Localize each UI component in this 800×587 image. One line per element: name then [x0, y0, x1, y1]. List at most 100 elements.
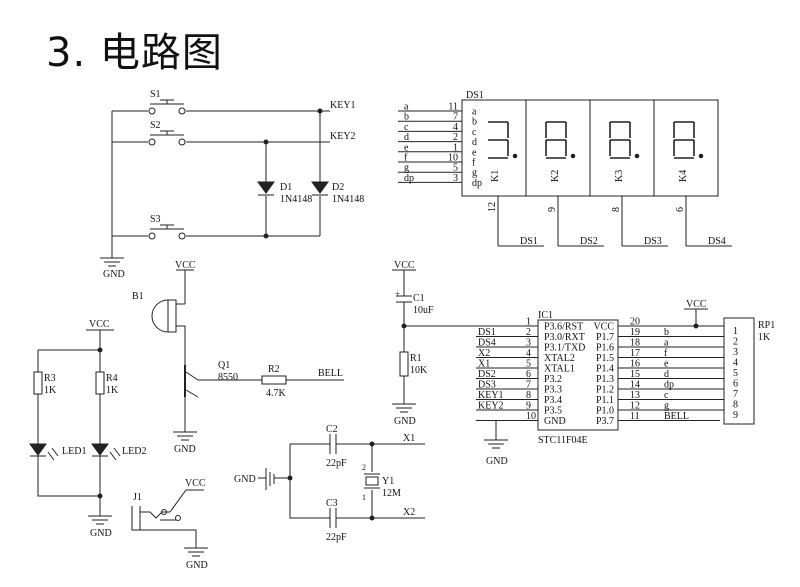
- ic-pin-number: 14: [630, 380, 640, 391]
- rp-pin-number: 7: [733, 389, 738, 400]
- ic-pin-number: 7: [526, 380, 531, 391]
- ic-net-label: KEY2: [478, 401, 504, 412]
- ic-net-label: e: [664, 359, 669, 370]
- rp-pin-number: 3: [733, 347, 738, 358]
- c3-value: 22pF: [326, 532, 347, 543]
- ds-segment-letter: b: [472, 117, 477, 128]
- r4-value: 1K: [106, 385, 119, 396]
- ds-segment-letter: a: [472, 107, 477, 118]
- ic-pin-name: P3.4: [544, 395, 562, 406]
- ic-net-label: X1: [478, 359, 490, 370]
- digit-net-label: DS4: [708, 236, 726, 247]
- d1-part: 1N4148: [280, 194, 312, 205]
- ic-pin-number: 3: [526, 338, 531, 349]
- page-title: 3. 电路图: [46, 30, 223, 76]
- rp-pin-number: 8: [733, 400, 738, 411]
- ic-pin-number: 9: [526, 401, 531, 412]
- mcu-gnd-label: GND: [486, 456, 508, 467]
- ic-pin-number: 18: [630, 338, 640, 349]
- ds-segment-net: g: [404, 163, 409, 174]
- d2-label: D2: [332, 182, 344, 193]
- ic-net-label: dp: [664, 380, 674, 391]
- rp-pin-number: 9: [733, 410, 738, 421]
- rp-pin-number: 5: [733, 368, 738, 379]
- ic-pin-name: P3.1/TXD: [544, 343, 585, 354]
- buzzer-section: VCC B1 Q1 8550 R2 4.7K BELL GND: [132, 260, 344, 455]
- digit-k-label: K2: [550, 170, 561, 182]
- key-switch-section: S1 S2 S3 KEY1 KEY2 D1 1N4148 D2 1N4148 G…: [100, 89, 364, 280]
- ds-segment-pin: 7: [453, 112, 458, 123]
- r4-label: R4: [106, 373, 118, 384]
- rp-pin-number: 2: [733, 337, 738, 348]
- ic-pin-name: P3.5: [544, 406, 562, 417]
- digit-k-label: K4: [678, 170, 689, 182]
- ic-pin-number: 1: [526, 317, 531, 328]
- ic-pin-number: 6: [526, 369, 531, 380]
- mcu-vcc-label: VCC: [686, 299, 707, 310]
- seven-seg-dp: [634, 153, 640, 159]
- ic-pin-name: P3.0/RXT: [544, 332, 585, 343]
- rp1-value: 1K: [758, 332, 771, 343]
- rp-pin-number: 4: [733, 358, 738, 369]
- ic-net-label: d: [664, 369, 669, 380]
- ds-segment-net: a: [404, 102, 409, 113]
- reset-vcc-label: VCC: [394, 260, 415, 271]
- ds-segment-letter: d: [472, 137, 477, 148]
- ic-pin-name: P1.7: [596, 332, 614, 343]
- s2-label: S2: [150, 120, 161, 131]
- digit-pin-number: 6: [675, 207, 686, 212]
- ic-pin-name: VCC: [593, 322, 614, 333]
- rp-pin-number: 1: [733, 326, 738, 337]
- r2-value: 4.7K: [266, 388, 287, 399]
- d2-part: 1N4148: [332, 194, 364, 205]
- b1-label: B1: [132, 291, 144, 302]
- digit-k-label: K3: [614, 170, 625, 182]
- ic-pin-name: P3.7: [596, 416, 614, 427]
- svg-text:+: +: [395, 289, 400, 299]
- y1-label: Y1: [382, 476, 394, 487]
- c1-label: C1: [413, 293, 425, 304]
- rp-pin-number: 6: [733, 379, 738, 390]
- r3-label: R3: [44, 373, 56, 384]
- ic-net-label: g: [664, 401, 669, 412]
- ic-pin-name: P1.0: [596, 406, 614, 417]
- ds-segment-net: f: [404, 153, 408, 164]
- ic-pin-number: 2: [526, 327, 531, 338]
- ds-segment-letter: e: [472, 147, 477, 158]
- digit-net-label: DS2: [580, 236, 598, 247]
- digit-pin-number: 8: [611, 207, 622, 212]
- ic-pin-name: GND: [544, 416, 566, 427]
- bell-net-label: BELL: [318, 368, 343, 379]
- seven-seg-digit: [673, 121, 695, 159]
- key1-net-label: KEY1: [330, 100, 356, 111]
- ds-segment-net: c: [404, 122, 409, 133]
- ic-pin-name: P1.5: [596, 353, 614, 364]
- reset-section: VCC + C1 10uF R1 10K GND: [392, 260, 532, 427]
- ic-pin-name: P3.2: [544, 374, 562, 385]
- ic-net-label: c: [664, 390, 669, 401]
- seven-seg-digit: [609, 121, 631, 159]
- seven-seg-dp: [512, 153, 518, 159]
- ds-segment-pin: 3: [453, 173, 458, 184]
- jack-gnd-label: GND: [186, 560, 208, 571]
- led-gnd-label: GND: [90, 528, 112, 539]
- s1-label: S1: [150, 89, 161, 100]
- key2-net-label: KEY2: [330, 131, 356, 142]
- ds-segment-letter: f: [472, 158, 476, 169]
- reset-gnd-label: GND: [394, 416, 416, 427]
- jack-vcc-label: VCC: [185, 478, 206, 489]
- seven-seg-digit: [545, 121, 567, 159]
- r1-label: R1: [410, 353, 422, 364]
- power-jack-section: J1 VCC GND: [131, 478, 208, 571]
- x2-net-label: X2: [403, 507, 415, 518]
- digit-pin-number: 12: [487, 202, 498, 212]
- crystal-gnd-label: GND: [234, 474, 256, 485]
- r2-label: R2: [268, 364, 280, 375]
- d1-label: D1: [280, 182, 292, 193]
- key-gnd-label: GND: [103, 269, 125, 280]
- ic-pin-name: P1.1: [596, 395, 614, 406]
- ic-net-label: f: [664, 348, 668, 359]
